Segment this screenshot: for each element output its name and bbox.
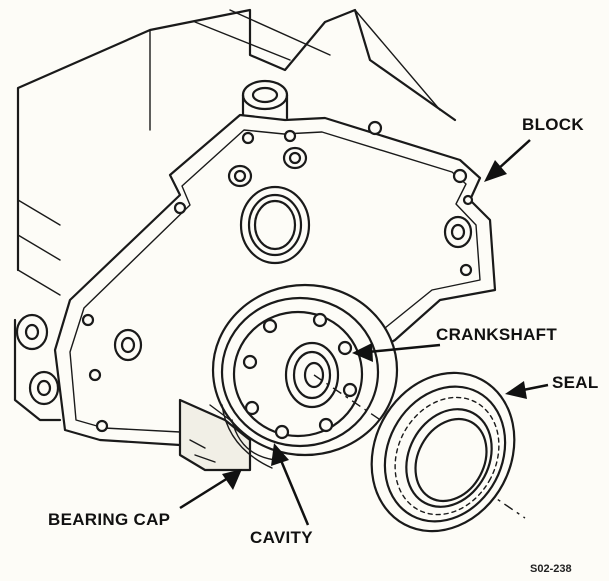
label-block: BLOCK	[522, 115, 584, 134]
label-seal: SEAL	[552, 373, 599, 392]
seal-part	[370, 371, 516, 533]
arrow-block	[484, 139, 531, 182]
arrow-bearing-cap	[179, 469, 242, 510]
crankshaft-flange	[211, 283, 399, 469]
arrow-cavity	[271, 443, 310, 526]
arrow-crankshaft	[352, 343, 441, 362]
arrow-seal	[505, 381, 549, 399]
label-bearing-cap: BEARING CAP	[48, 510, 170, 529]
figure-id: S02-238	[530, 563, 572, 575]
engine-block	[13, 8, 457, 422]
label-cavity: CAVITY	[250, 528, 313, 547]
gasket-surface	[53, 113, 497, 452]
label-crankshaft: CRANKSHAFT	[436, 325, 557, 344]
